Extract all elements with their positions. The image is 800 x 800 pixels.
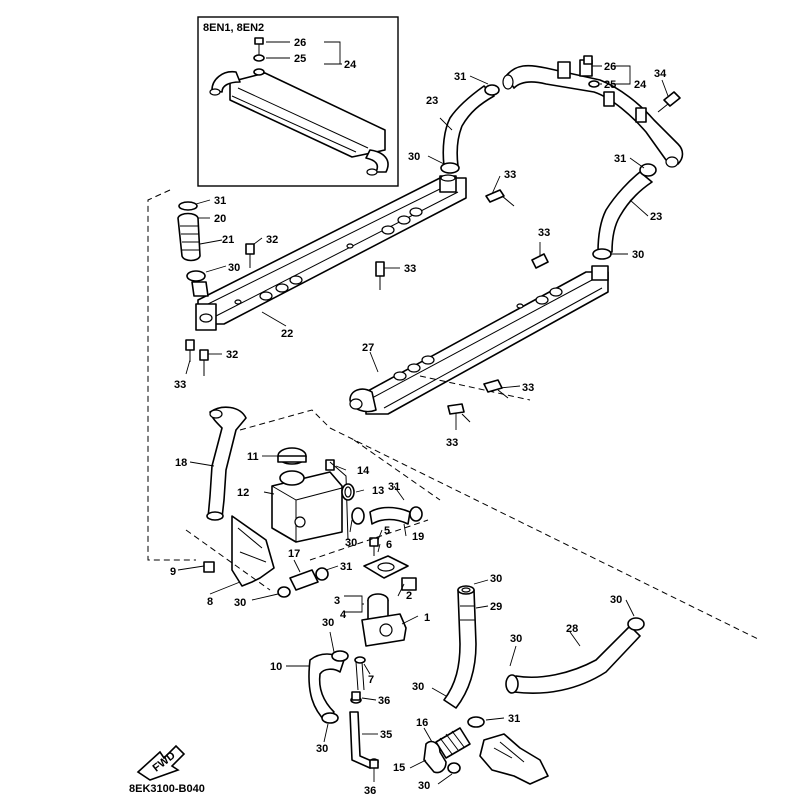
callout: 33 — [522, 382, 534, 394]
callout: 36 — [378, 695, 390, 707]
upper-pipe — [502, 55, 684, 168]
bracket-8 — [231, 515, 275, 587]
callout: 31 — [388, 481, 400, 493]
callout: 29 — [490, 601, 502, 613]
fasteners — [185, 189, 549, 769]
callout: 28 — [566, 623, 578, 635]
callout: 25 — [604, 79, 616, 91]
callout: 15 — [393, 762, 405, 774]
callout: 36 — [364, 785, 376, 797]
callout: 30 — [234, 597, 246, 609]
callout: 11 — [247, 451, 259, 463]
callout: 7 — [368, 674, 374, 686]
callout: 35 — [380, 729, 392, 741]
callout: 21 — [222, 234, 234, 246]
hose-18 — [207, 406, 247, 519]
manifold-27 — [349, 265, 609, 415]
hose-19 — [369, 506, 411, 525]
callout: 6 — [386, 539, 392, 551]
callout: 4 — [340, 609, 347, 621]
leader-lines — [177, 41, 669, 785]
callout: 30 — [412, 681, 424, 693]
callout: 30 — [228, 262, 240, 274]
callout: 17 — [288, 548, 300, 560]
callout: 14 — [357, 465, 370, 477]
callout: 23 — [650, 211, 662, 223]
hose-29 — [443, 589, 477, 709]
callout: 30 — [418, 780, 430, 792]
callout: 33 — [446, 437, 458, 449]
callout: 22 — [281, 328, 293, 340]
hose-17 — [289, 569, 319, 591]
callout: 10 — [270, 661, 282, 673]
callout: 30 — [345, 537, 357, 549]
callout: 24 — [344, 59, 357, 71]
callout: 34 — [654, 68, 667, 80]
inset-box: 8EN1, 8EN2 — [197, 16, 399, 187]
callout: 30 — [490, 573, 502, 585]
callout: 20 — [214, 213, 226, 225]
hose-28 — [513, 625, 641, 694]
callout: 12 — [237, 487, 249, 499]
callout: 33 — [404, 263, 416, 275]
callout: 30 — [408, 151, 420, 163]
callout: 2 — [406, 590, 412, 602]
callout: 30 — [510, 633, 522, 645]
callout: 33 — [538, 227, 550, 239]
callout: 5 — [384, 525, 390, 537]
callout: 31 — [454, 71, 466, 83]
inset-model-label: 8EN1, 8EN2 — [203, 22, 264, 34]
callout: 31 — [340, 561, 352, 573]
callout: 31 — [508, 713, 520, 725]
callout: 8 — [207, 596, 213, 608]
hose-23-right — [597, 171, 653, 253]
hose-23-left — [442, 85, 495, 167]
callout: 9 — [170, 566, 176, 578]
callout: 32 — [226, 349, 238, 361]
hose-15 — [423, 740, 447, 774]
catalog-code: 8EK3100-B040 — [129, 783, 205, 795]
thermostat-assembly — [361, 537, 417, 647]
callout: 1 — [424, 612, 430, 624]
callout: 33 — [504, 169, 516, 181]
callout: 24 — [634, 79, 647, 91]
callout: 16 — [416, 717, 428, 729]
callout: 31 — [614, 153, 626, 165]
callout: 30 — [322, 617, 334, 629]
pump-housing — [479, 733, 549, 785]
callout: 25 — [294, 53, 306, 65]
callout: 32 — [266, 234, 278, 246]
manifold-22 — [195, 174, 467, 331]
reservoir-12 — [271, 447, 349, 543]
callout-labels: 1 2 3 4 5 6 7 8 9 10 11 12 13 14 15 16 1… — [170, 37, 667, 797]
callout: 30 — [610, 594, 622, 606]
callout: 18 — [175, 457, 187, 469]
hose-10 — [308, 653, 345, 723]
callout: 3 — [334, 595, 340, 607]
fwd-arrow: FWD — [136, 744, 186, 781]
callout: 19 — [412, 531, 424, 543]
callout: 13 — [372, 485, 384, 497]
callout: 33 — [174, 379, 186, 391]
callout: 27 — [362, 342, 374, 354]
callout: 30 — [632, 249, 644, 261]
callout: 26 — [604, 61, 616, 73]
callout: 26 — [294, 37, 306, 49]
callout: 23 — [426, 95, 438, 107]
callout: 30 — [316, 743, 328, 755]
callout: 31 — [214, 195, 226, 207]
hose-20 — [177, 212, 201, 262]
